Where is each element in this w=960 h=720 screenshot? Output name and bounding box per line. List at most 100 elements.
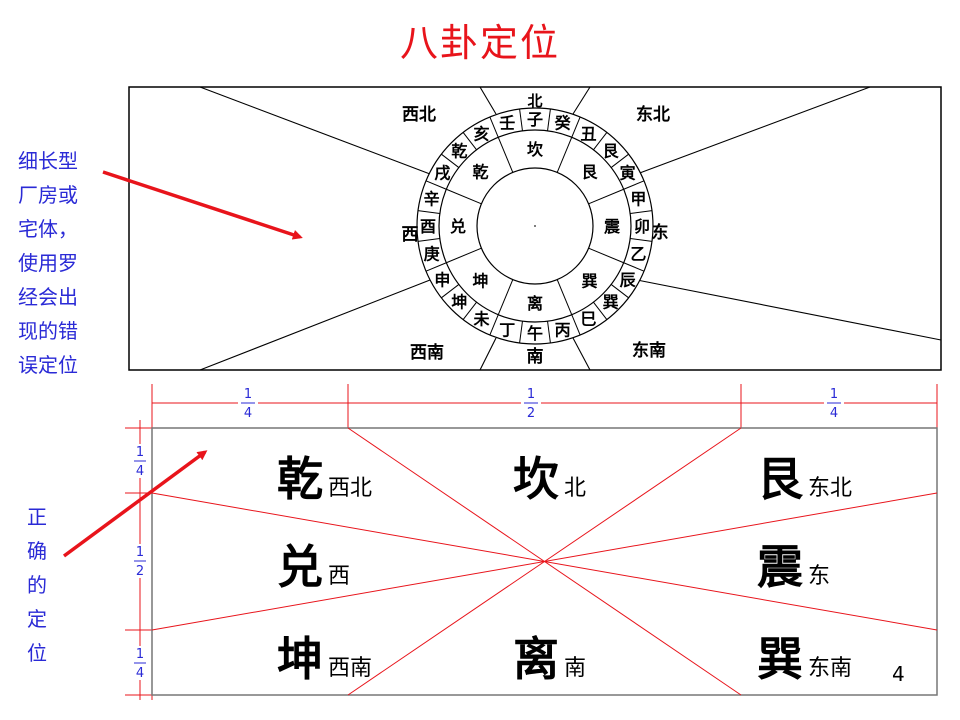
trigram-char: 乾 [277, 452, 323, 506]
note-line: 细长型 [18, 149, 78, 173]
compass-panel: 子癸丑艮寅甲卯乙辰巽巳丙午丁未坤申庚酉辛戌乾亥壬 坎艮震巽离坤兑乾 北 东北 东… [128, 86, 942, 371]
top-fraction-labels: 1 4 1 2 1 4 [238, 386, 844, 421]
note-line: 厂房或 [18, 183, 78, 207]
direction-label: 西北 [328, 476, 372, 501]
note-line: 确 [27, 539, 47, 563]
outer-ring-divider [441, 284, 460, 299]
note-line: 位 [27, 641, 47, 665]
direction-northeast: 东北 [636, 104, 670, 125]
outer-ring-char: 坤 [451, 293, 467, 312]
grid-panel: 1 4 1 2 1 4 [125, 384, 938, 700]
outer-ring-divider [547, 108, 551, 131]
inner-ring-divider [588, 247, 624, 264]
building-outline-grid [151, 427, 938, 696]
correct-positioning-note: 正 确 的 定 位 [22, 500, 52, 670]
outer-ring-char: 酉 [420, 217, 436, 236]
outer-ring-divider [441, 153, 460, 168]
outer-ring-char: 甲 [630, 189, 646, 208]
outer-ring-divider [519, 108, 523, 131]
grid-diagonals [151, 427, 938, 696]
direction-east: 东 [652, 222, 669, 243]
page-number: 4 [892, 662, 905, 686]
inner-ring-divider [446, 188, 482, 205]
compass-spoke [479, 86, 497, 115]
svg-text:1: 1 [136, 545, 144, 560]
fraction-label: 1 4 [238, 386, 258, 421]
outer-ring-divider [489, 314, 499, 336]
outer-ring-divider [489, 116, 499, 138]
outer-ring-char: 巽 [603, 293, 619, 312]
outer-ring-divider [462, 132, 477, 151]
outer-ring-char: 癸 [554, 114, 572, 133]
note-line: 的 [27, 573, 47, 597]
fraction-text: 4 [830, 406, 838, 421]
compass-spoke [199, 279, 431, 371]
direction-label: 东北 [808, 476, 852, 501]
fraction-text: 4 [244, 406, 252, 421]
inner-ring-divider [497, 137, 514, 173]
inner-ring-divider [556, 279, 573, 315]
outer-ring-divider [547, 321, 551, 344]
fraction-label: 1 4 [131, 444, 149, 479]
inner-ring-char: 震 [603, 217, 621, 236]
outer-ring-char: 子 [527, 110, 543, 129]
trigram-char: 巽 [757, 632, 803, 686]
fraction-text: 1 [830, 387, 838, 402]
outer-ring-divider [425, 180, 447, 190]
inner-ring-divider [556, 137, 573, 173]
inner-ring-char: 离 [527, 294, 543, 313]
grid-cell: 乾西北 [277, 452, 372, 506]
outer-ring-char: 午 [527, 324, 543, 343]
outer-ring-divider [610, 284, 629, 299]
fraction-text: 2 [527, 406, 535, 421]
slide-title: 八卦定位 [399, 21, 560, 65]
direction-north: 北 [527, 92, 542, 110]
fraction-text: 1 [244, 387, 252, 402]
fraction-label: 1 2 [521, 386, 541, 421]
direction-label: 西 [328, 564, 350, 589]
outer-ring-labels: 子癸丑艮寅甲卯乙辰巽巳丙午丁未坤申庚酉辛戌乾亥壬 [420, 110, 650, 343]
trigram-char: 艮 [757, 452, 804, 506]
grid-cell: 离南 [513, 632, 586, 686]
wrong-positioning-note: 细长型 厂房或 宅体， 使用罗 经会出 现的错 误定位 [18, 144, 100, 382]
outer-ring-char: 辰 [620, 271, 636, 290]
grid-cell: 兑西 [277, 540, 350, 594]
inner-ring-divider [588, 188, 624, 205]
direction-southwest: 西南 [410, 342, 444, 363]
outer-ring-char: 丙 [555, 320, 571, 339]
outer-ring-divider [417, 210, 440, 214]
direction-south: 南 [527, 346, 544, 367]
outer-ring-char: 戌 [434, 164, 450, 183]
trigram-char: 震 [757, 540, 803, 594]
note-line: 定 [27, 607, 47, 631]
grid-cell: 坎北 [513, 452, 586, 506]
compass-spoke [636, 279, 942, 341]
outer-ring-divider [571, 314, 581, 336]
outer-ring-divider [623, 262, 645, 272]
direction-southeast: 东南 [632, 340, 666, 361]
inner-ring-char: 艮 [581, 163, 598, 182]
compass-spoke [479, 337, 497, 371]
grid-cells: 乾西北坎北艮东北兑西震东坤西南离南巽东南 [277, 452, 852, 686]
fraction-label: 1 4 [131, 646, 149, 681]
compass-spoke [572, 86, 591, 115]
outer-ring-divider [623, 180, 645, 190]
compass-spoke [572, 337, 591, 371]
trigram-char: 坤 [277, 632, 323, 686]
outer-ring-char: 庚 [424, 245, 440, 264]
outer-ring-divider [630, 238, 653, 242]
grid-cell: 巽东南 [757, 632, 852, 686]
svg-text:2: 2 [136, 564, 144, 579]
inner-ring-char: 巽 [581, 271, 597, 290]
compass-spoke [199, 86, 431, 175]
inner-ring-char: 坤 [473, 271, 489, 290]
outer-ring-char: 壬 [499, 114, 515, 133]
trigram-char: 兑 [277, 540, 323, 594]
inner-ring-divider [497, 279, 514, 315]
direction-label: 东 [808, 564, 830, 589]
fraction-label: 1 4 [824, 386, 844, 421]
outer-ring-divider [417, 238, 440, 242]
svg-text:4: 4 [136, 666, 144, 681]
